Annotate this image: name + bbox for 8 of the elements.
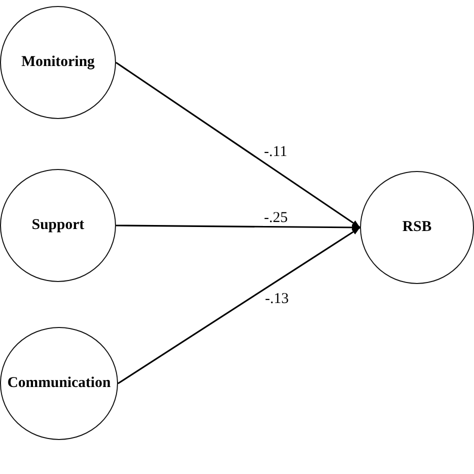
- edge-label: -.25: [263, 211, 289, 226]
- arrow: [116, 62, 360, 228]
- node-label: Monitoring: [21, 54, 95, 71]
- node-label: Communication: [7, 375, 111, 392]
- arrow: [116, 224, 360, 231]
- arrow: [118, 226, 360, 384]
- node-label: Support: [32, 217, 84, 234]
- node-label: RSB: [402, 219, 432, 236]
